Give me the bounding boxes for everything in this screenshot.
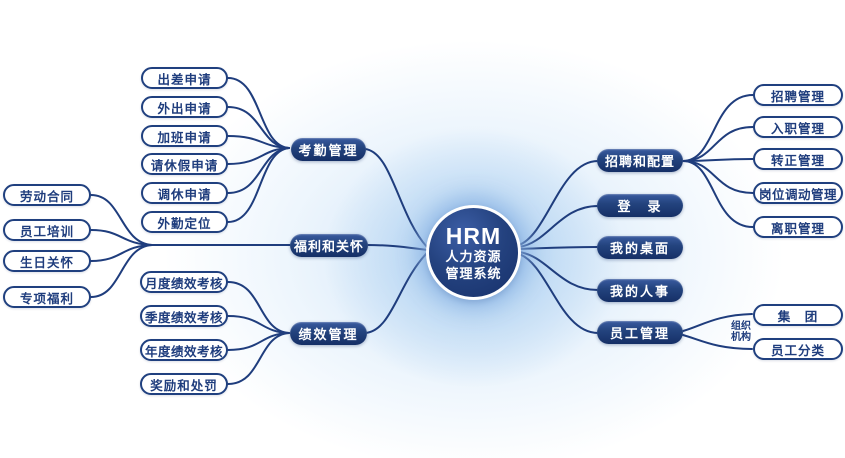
- connectors-left-mains-to-center: [364, 148, 429, 334]
- leaf-node-overtime-request: 加班申请: [141, 125, 228, 147]
- connectors-performance-children: [227, 281, 290, 385]
- connector: [227, 135, 290, 149]
- leaf-node-going-out-request: 外出申请: [141, 96, 228, 118]
- connector: [682, 334, 753, 350]
- connector: [227, 332, 290, 385]
- branch-node-performance: 绩效管理: [290, 322, 367, 345]
- center-subtitle-line2: 管理系统: [445, 265, 502, 281]
- connector: [227, 281, 290, 334]
- connector: [518, 160, 599, 246]
- connectors-center-to-right-mains: [518, 160, 599, 334]
- leaf-node-labor-contract: 劳动合同: [3, 184, 91, 206]
- leaf-node-employee-training: 员工培训: [3, 219, 91, 241]
- branch-node-welfare: 福利和关怀: [290, 234, 368, 257]
- leaf-node-business-trip-request: 出差申请: [141, 67, 228, 89]
- leaf-node-birthday-care: 生日关怀: [3, 250, 91, 272]
- leaf-node-resignation-mgmt: 离职管理: [753, 216, 843, 238]
- connector: [90, 229, 153, 246]
- leaf-node-special-welfare: 专项福利: [3, 286, 91, 308]
- leaf-node-transfer-mgmt: 岗位调动管理: [753, 182, 843, 204]
- center-node-hrm: HRM 人力资源 管理系统: [426, 205, 521, 300]
- branch-node-employee: 员工管理: [597, 321, 683, 344]
- connector: [364, 148, 428, 248]
- branch-node-my-desktop: 我的桌面: [597, 236, 683, 259]
- connectors-employee-children: [682, 313, 753, 350]
- connector: [682, 160, 754, 228]
- leaf-node-onboarding-mgmt: 入职管理: [753, 116, 843, 138]
- connector: [682, 126, 754, 162]
- leaf-node-group: 集 团: [753, 304, 843, 326]
- leaf-node-comp-leave-request: 调休申请: [141, 182, 228, 204]
- center-subtitle-line1: 人力资源: [445, 248, 502, 264]
- edge-label-line1: 组织: [731, 321, 751, 332]
- branch-node-my-hr: 我的人事: [597, 279, 683, 302]
- connector: [366, 244, 429, 251]
- leaf-node-confirmation-mgmt: 转正管理: [753, 148, 843, 170]
- connector: [682, 94, 754, 162]
- leaf-node-recruit-mgmt: 招聘管理: [753, 84, 843, 106]
- connector: [518, 253, 599, 334]
- branch-node-attendance: 考勤管理: [291, 138, 366, 161]
- connector: [682, 313, 753, 332]
- center-title: HRM: [445, 222, 502, 249]
- connector: [227, 147, 290, 223]
- edge-label-organization: 组织 机构: [726, 321, 756, 343]
- leaf-node-reward-punishment: 奖励和处罚: [140, 373, 228, 395]
- leaf-node-monthly-review: 月度绩效考核: [140, 271, 228, 293]
- connector: [90, 244, 153, 298]
- leaf-node-field-positioning: 外勤定位: [141, 211, 228, 233]
- connector: [518, 205, 599, 248]
- connectors-attendance-children: [227, 77, 290, 223]
- edge-label-line2: 机构: [731, 332, 751, 343]
- branch-node-recruitment: 招聘和配置: [597, 149, 683, 172]
- branch-node-login: 登 录: [597, 194, 683, 217]
- leaf-node-quarterly-review: 季度绩效考核: [140, 305, 228, 327]
- connector: [682, 160, 754, 194]
- connectors-recruitment-children: [682, 94, 754, 228]
- leaf-node-leave-request: 请休假申请: [141, 153, 228, 175]
- connector: [364, 252, 428, 334]
- connector: [518, 251, 599, 291]
- connector: [227, 315, 290, 334]
- connectors-welfare-children: [90, 194, 294, 298]
- connector: [90, 194, 153, 246]
- leaf-node-employee-classification: 员工分类: [753, 338, 843, 360]
- connector: [518, 246, 599, 250]
- connector: [227, 77, 290, 149]
- leaf-node-annual-review: 年度绩效考核: [140, 339, 228, 361]
